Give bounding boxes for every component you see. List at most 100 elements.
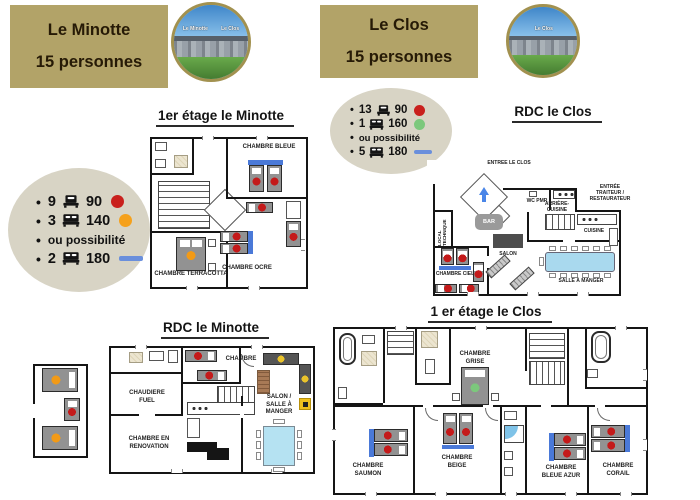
bed-count: 3 (47, 212, 56, 229)
sink-icon (587, 369, 598, 378)
chair-icon (297, 452, 302, 460)
property-header-minotte: Le Minotte 15 personnes (10, 5, 168, 88)
floorplan-clos-etage: CHAMBRE GRISE CHAMBRE SAUMON CHAMBRE BEI… (332, 326, 648, 496)
property-name: Le Minotte (47, 21, 131, 40)
sink-icon (362, 335, 375, 344)
wall (527, 212, 529, 242)
room-label-salon: SALON (499, 251, 517, 257)
bed-count: 5 (358, 146, 366, 158)
chair-icon (593, 246, 600, 251)
wall (383, 329, 385, 403)
kitchen-unit (609, 228, 618, 246)
price-marker-icon (414, 104, 426, 116)
wall (239, 348, 241, 384)
door-opening (139, 413, 155, 417)
wall (226, 231, 228, 287)
rug (493, 234, 523, 248)
floorplan-clos-rdc: ENTREE LE CLOS WC PMR ARRIÈRE-CUISINE EN… (427, 160, 630, 298)
price-marker-icon (111, 195, 125, 208)
door-opening (240, 406, 244, 418)
wall (500, 407, 502, 493)
wall (525, 407, 527, 493)
window-marker (467, 292, 479, 296)
single-bed-icon (435, 284, 457, 293)
price-line-alt: ou possibilité (36, 232, 150, 248)
property-photo-minotte: Le Minotte Le Clos (171, 2, 251, 82)
wall (433, 184, 435, 294)
price-line: 1 160 (350, 118, 452, 130)
single-bed-icon (249, 165, 264, 192)
room-label-salon: SALON / SALLE À MANGER (265, 394, 293, 415)
shower-icon (504, 425, 524, 443)
shower-icon (361, 351, 377, 366)
price-marker-icon (119, 256, 144, 261)
bed-price: 90 (394, 104, 408, 116)
door-arc (597, 408, 610, 421)
bathtub-icon (339, 333, 356, 365)
arrow-up-icon (479, 187, 489, 195)
double-bed-icon (176, 237, 206, 271)
floorplan-minotte-rdc: CHAMBRE CHAUDIERE FUEL CHAMBRE EN RENOVA… (109, 345, 315, 474)
window-marker (643, 439, 647, 451)
window-marker (256, 136, 268, 140)
price-line: 9 90 (36, 194, 150, 210)
bed-mat (369, 429, 374, 457)
window-marker (475, 326, 487, 330)
door-arc (425, 408, 438, 421)
sink-icon (504, 467, 513, 476)
single-bed-icon (456, 248, 469, 265)
window-marker (301, 239, 305, 251)
wall (587, 407, 589, 493)
photo-lawn (174, 56, 248, 79)
kitchen-island (207, 448, 229, 460)
photo-sky (509, 7, 577, 39)
plan-title-clos-etage: 1 er étage le Clos (405, 304, 575, 323)
wall (549, 188, 551, 210)
wall (575, 188, 577, 212)
bathroom (152, 139, 194, 175)
single-bed-icon (554, 447, 586, 460)
room-label-chambre-bleue: CHAMBRE BLEUE (242, 144, 296, 150)
photo-house (174, 40, 248, 57)
wall (413, 407, 415, 493)
window-marker (251, 345, 263, 349)
single-bed-icon (443, 413, 457, 444)
window-marker (615, 326, 627, 330)
bed-mat (248, 160, 283, 165)
door-opening (563, 239, 575, 243)
bed-count: 9 (47, 193, 56, 210)
room-label-chambre-corail: CHAMBRE CORAIL (602, 463, 634, 477)
bed-price: 180 (85, 250, 111, 267)
kitchen-island (187, 442, 217, 452)
rug (257, 370, 270, 394)
chair-icon (593, 273, 600, 278)
photo-house (509, 39, 577, 55)
room-label-salle-a-manger: SALLE À MANGER (558, 278, 604, 284)
room-label-chaudiere: CHAUDIERE FUEL (129, 390, 165, 404)
wall (619, 210, 621, 296)
photo-label-minotte: Le Minotte (182, 25, 208, 32)
wall (525, 329, 527, 371)
stairs (529, 333, 565, 359)
alternative-text: ou possibilité (47, 232, 126, 247)
pricing-badge-clos: 13 90 1 160 ou possibilité 5 180 (330, 88, 452, 174)
wall (181, 348, 183, 372)
bed-price: 140 (85, 212, 111, 229)
property-name: Le Clos (369, 16, 429, 35)
wall (567, 329, 569, 405)
single-bed-icon (185, 350, 217, 362)
pricing-badge-minotte: 9 90 3 140 ou possibilité 2 180 (8, 168, 150, 292)
wall (181, 374, 183, 416)
room-label-chambre-ocre: CHAMBRE OCRE (222, 265, 272, 271)
kitchen-counter (553, 190, 575, 199)
chair-icon (571, 246, 578, 251)
stairs (387, 331, 414, 355)
window-marker (435, 492, 447, 496)
toilet-icon (155, 159, 166, 168)
kitchen-unit (187, 418, 200, 438)
stairs (158, 181, 210, 229)
price-marker-icon (414, 150, 433, 154)
armchair-icon (299, 364, 311, 394)
window-marker (620, 492, 632, 496)
